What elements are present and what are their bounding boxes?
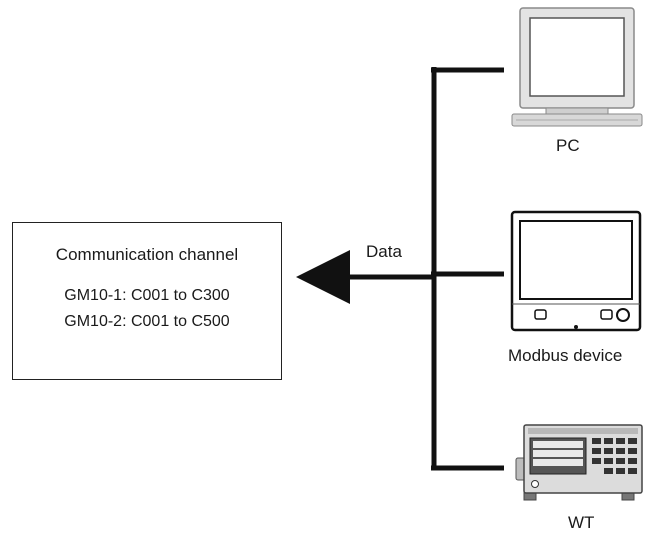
channel-range-gm10-1: GM10-1: C001 to C300 xyxy=(64,287,230,304)
desktop-pc-icon xyxy=(511,7,643,127)
bus-lines xyxy=(431,67,504,471)
channel-range-gm10-2: GM10-2: C001 to C500 xyxy=(64,313,230,330)
wt-power-meter-icon xyxy=(515,424,643,501)
data-arrow xyxy=(296,250,432,304)
channel-box-title: Communication channel xyxy=(55,245,239,264)
modbus-recorder-icon xyxy=(510,210,642,332)
pc-label: PC xyxy=(556,136,580,155)
modbus-device-label: Modbus device xyxy=(508,346,623,365)
data-arrow-head xyxy=(296,250,350,304)
wt-label: WT xyxy=(568,513,595,532)
communication-channel-box: Communication channel GM10-1: C001 to C3… xyxy=(12,222,282,380)
data-arrow-label: Data xyxy=(366,242,402,261)
